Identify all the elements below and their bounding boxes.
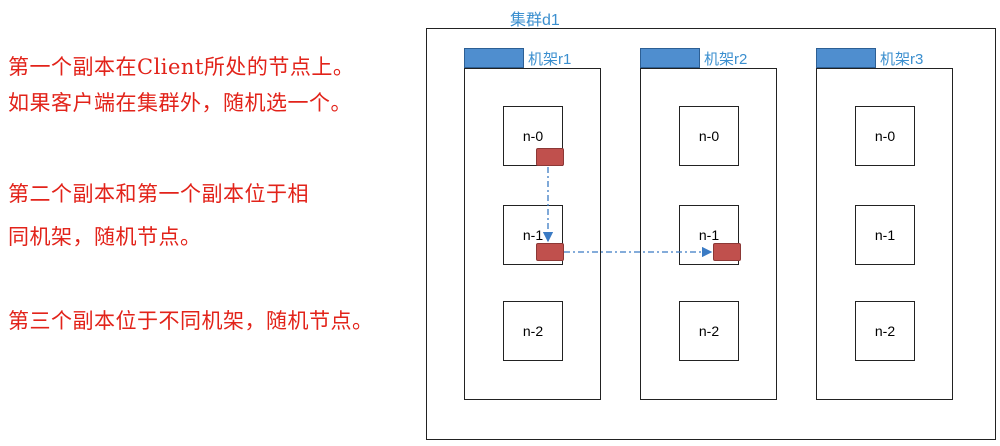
- node-r1-n2: n-2: [503, 301, 563, 361]
- node-r3-n2: n-2: [855, 301, 915, 361]
- node-r1-n1: n-1: [503, 205, 563, 265]
- replica-block-r1-n1: [536, 243, 564, 261]
- rack-label-r1: 机架r1: [528, 51, 572, 68]
- rack-label-r2: 机架r2: [704, 51, 748, 68]
- rack-tab-r2: [640, 48, 700, 68]
- note-outside-cluster: 如果客户端在集群外，随机选一个。: [8, 91, 352, 115]
- node-r3-n0: n-0: [855, 106, 915, 166]
- node-r2-n2: n-2: [679, 301, 739, 361]
- rack-label-r3: 机架r3: [880, 51, 924, 68]
- node-r3-n1: n-1: [855, 205, 915, 265]
- node-r2-n0: n-0: [679, 106, 739, 166]
- note-second-replica-cont: 同机架，随机节点。: [8, 225, 202, 249]
- note-first-replica: 第一个副本在Client所处的节点上。: [8, 55, 355, 79]
- rack-tab-r1: [464, 48, 524, 68]
- replica-block-r2-n1: [713, 243, 741, 261]
- note-third-replica: 第三个副本位于不同机架，随机节点。: [8, 309, 374, 333]
- cluster-label: 集群d1: [510, 12, 560, 29]
- replica-block-r1-n0: [536, 148, 564, 166]
- rack-tab-r3: [816, 48, 876, 68]
- cluster-box: [426, 28, 996, 440]
- note-second-replica: 第二个副本和第一个副本位于相: [8, 182, 309, 206]
